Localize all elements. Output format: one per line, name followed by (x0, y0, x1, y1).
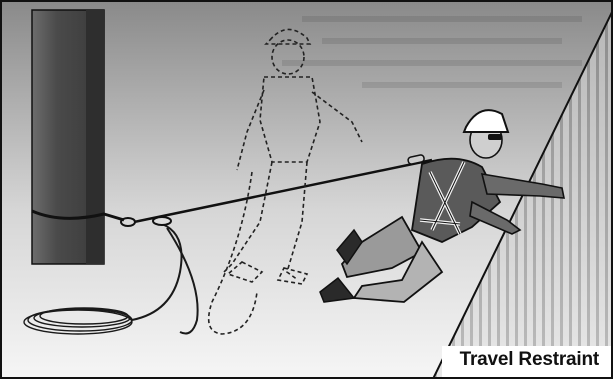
caption: Travel Restraint (460, 349, 599, 371)
safety-glasses-icon (488, 134, 502, 140)
rope-grab (153, 217, 171, 225)
